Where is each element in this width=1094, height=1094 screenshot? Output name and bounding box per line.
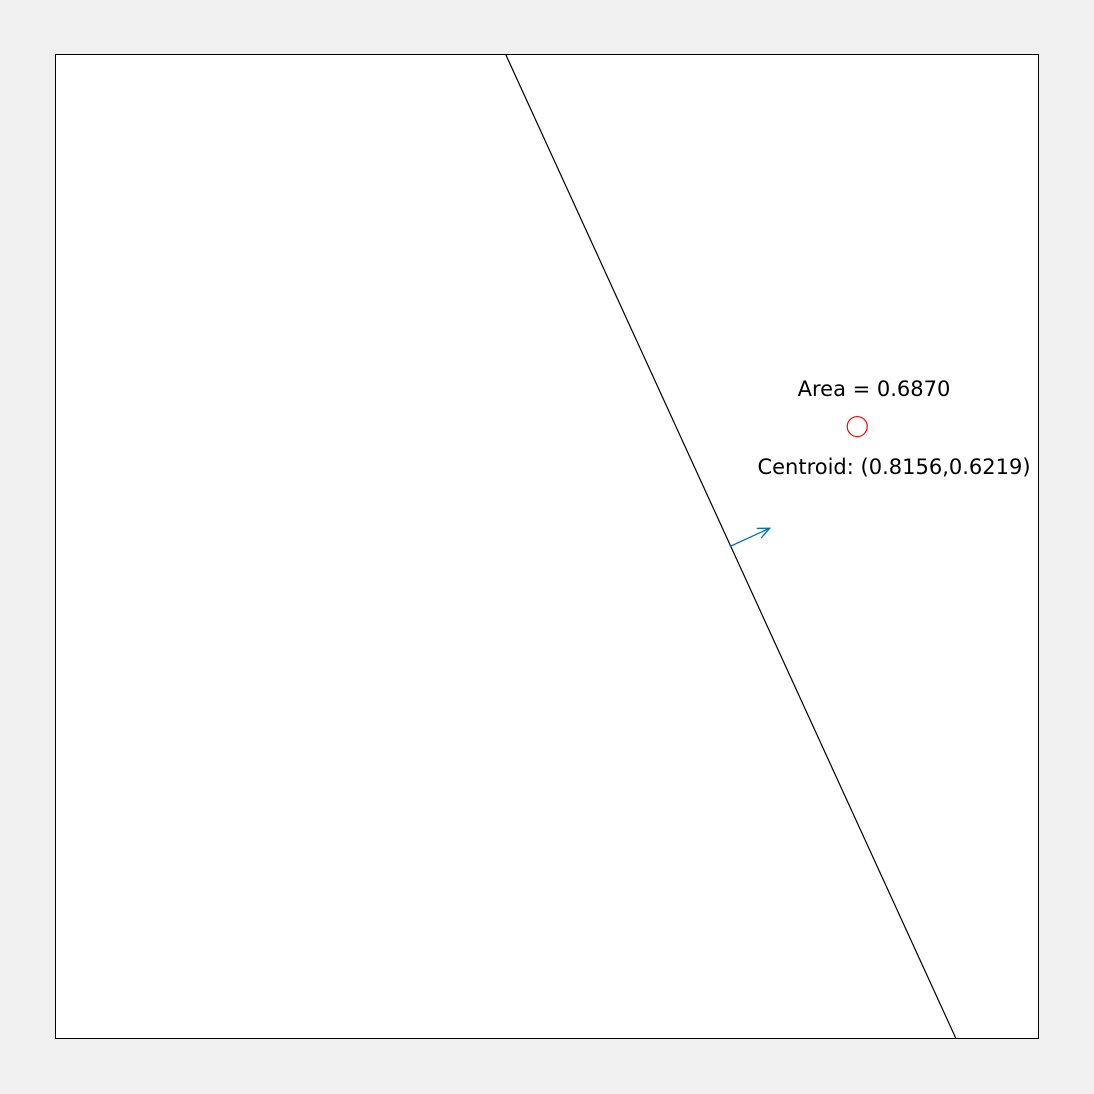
axes-box (55, 54, 1039, 1039)
area-label: Area = 0.6870 (798, 377, 951, 401)
normal-arrow-shaft (729, 527, 770, 548)
normal-arrow-icon (729, 527, 772, 548)
normal-arrow-head (756, 527, 772, 539)
centroid-marker-icon (846, 415, 868, 438)
centroid-label: Centroid: (0.8156,0.6219) (757, 455, 1030, 479)
